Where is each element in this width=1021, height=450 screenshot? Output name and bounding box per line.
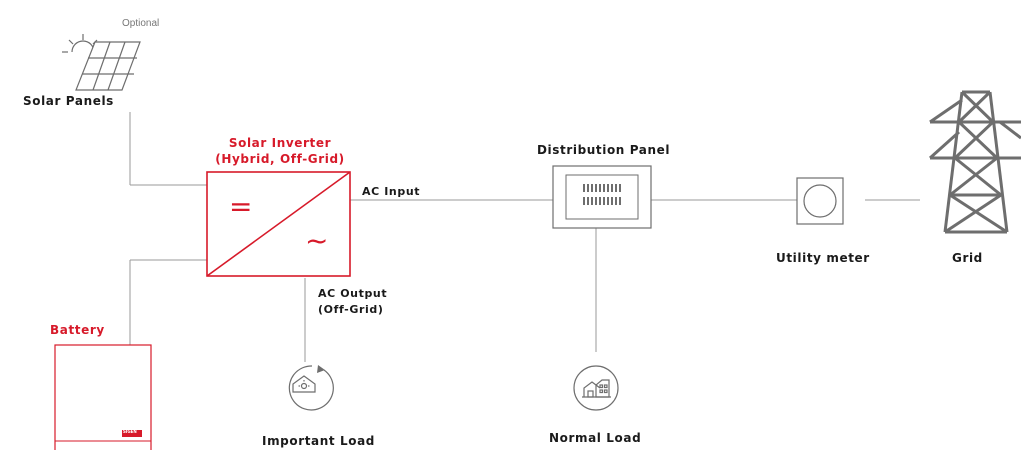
solar-panel-icon [75, 41, 141, 91]
ac-output-subtitle: (Off-Grid) [318, 303, 384, 316]
grid-label: Grid [952, 251, 983, 265]
ac-output-label: AC Output [318, 287, 388, 300]
utility-meter-label: Utility meter [776, 251, 870, 265]
ac-input-label: AC Input [362, 185, 421, 198]
solar-panels-label: Solar Panels [23, 94, 114, 108]
dc-symbol: = [229, 190, 253, 223]
battery-label: Battery [50, 323, 105, 337]
battery-icon [54, 344, 152, 450]
ac-symbol: ~ [305, 224, 329, 257]
normal-load-icon [573, 365, 619, 411]
transmission-tower-icon [928, 90, 1021, 234]
important-load-icon [288, 365, 334, 411]
distribution-panel-icon [552, 165, 652, 229]
utility-meter-icon [796, 177, 844, 225]
distribution-panel-label: Distribution Panel [537, 143, 671, 157]
connection-lines [129, 112, 920, 362]
normal-load-label: Normal Load [549, 431, 642, 445]
inverter-subtitle: (Hybrid, Off-Grid) [215, 152, 345, 166]
important-load-label: Important Load [262, 434, 375, 448]
optional-label: Optional [122, 18, 160, 29]
inverter-title: Solar Inverter [228, 136, 332, 150]
inverter-icon [206, 171, 351, 277]
battery-badge-text: SIGEN [123, 429, 137, 434]
